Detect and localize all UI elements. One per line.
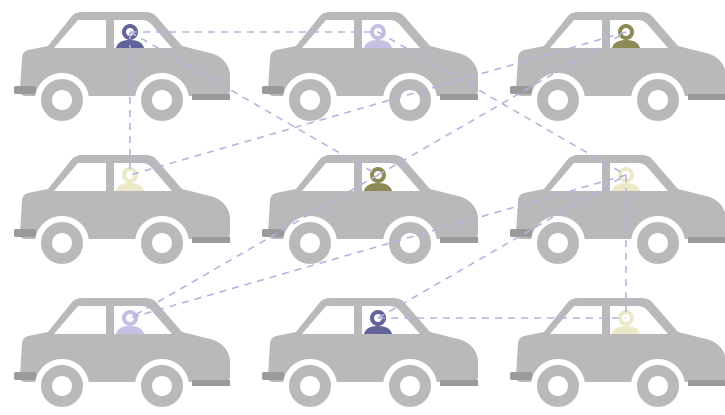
rear-bumper [14,86,36,94]
front-wheel [386,219,434,267]
front-wheel [386,362,434,410]
front-bumper [192,94,230,100]
car-r1c2 [262,12,478,124]
rear-wheel [38,362,86,410]
car-r3c2 [262,298,478,410]
front-wheel [138,219,186,267]
rear-wheel [286,362,334,410]
front-bumper [440,380,478,386]
rear-bumper [262,86,284,94]
rear-bumper [262,372,284,380]
cars-layer [14,12,725,410]
car-r2c2 [262,155,478,267]
car-r3c1 [14,298,230,410]
rear-bumper [14,229,36,237]
rear-wheel [286,219,334,267]
front-bumper [688,237,725,243]
front-bumper [440,237,478,243]
front-wheel [634,219,682,267]
front-wheel [634,362,682,410]
front-bumper [688,380,725,386]
rear-wheel [534,362,582,410]
front-wheel [634,76,682,124]
car-r1c3 [510,12,725,124]
car-r2c3 [510,155,725,267]
front-bumper [192,237,230,243]
car-r2c1 [14,155,230,267]
front-bumper [192,380,230,386]
front-wheel [386,76,434,124]
front-wheel [138,76,186,124]
front-bumper [688,94,725,100]
rear-wheel [534,219,582,267]
front-wheel [138,362,186,410]
rear-wheel [286,76,334,124]
rear-wheel [534,76,582,124]
rear-bumper [510,372,532,380]
rear-bumper [14,372,36,380]
car-r3c3 [510,298,725,410]
front-bumper [440,94,478,100]
rear-wheel [38,76,86,124]
rear-wheel [38,219,86,267]
car-r1c1 [14,12,230,124]
